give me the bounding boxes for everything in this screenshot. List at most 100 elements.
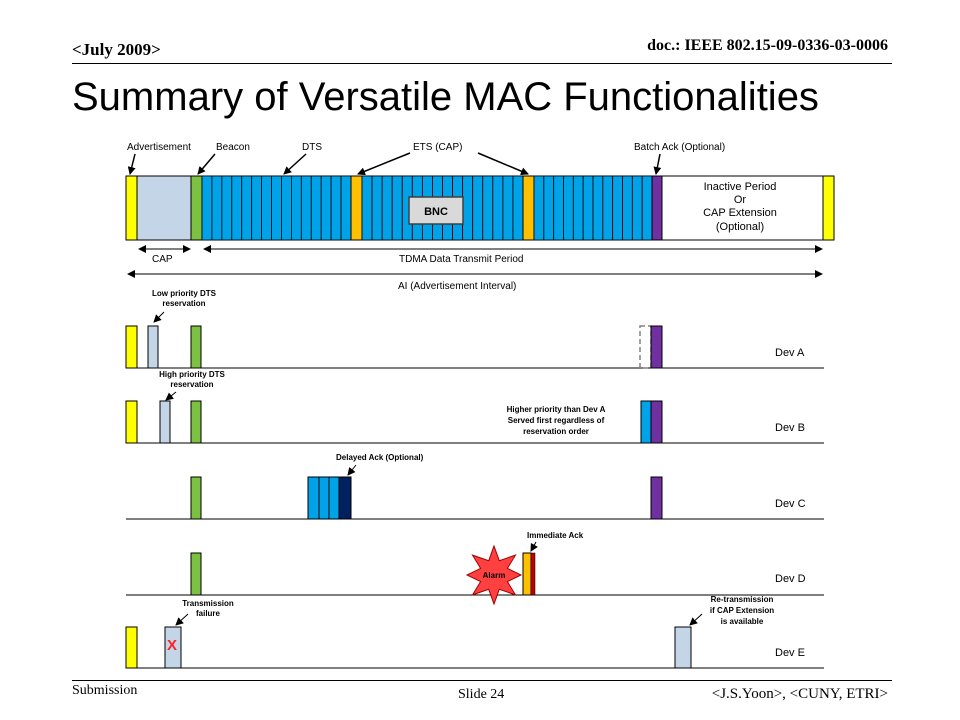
high-priority-line-1: High priority DTS	[159, 370, 225, 379]
dts-slot	[622, 175, 633, 241]
dts-slot	[631, 175, 643, 241]
dts-slot	[563, 175, 574, 241]
superframe-bar: BNC Inactive Period Or CAP Extension (Op…	[125, 175, 835, 241]
cap-span-label: CAP	[152, 254, 173, 265]
dts-slot	[310, 175, 322, 241]
immediate-ack-label: Immediate Ack	[527, 531, 584, 540]
dev-a-cap-request	[147, 325, 159, 369]
pointer-batch-ack	[653, 153, 662, 175]
alarm-label: Alarm	[483, 571, 506, 580]
dts-slot	[221, 175, 233, 241]
dev-b-cap-request	[159, 400, 171, 444]
dev-c-label: Dev C	[775, 498, 806, 510]
tx-failure-line-2: failure	[196, 609, 221, 618]
pointer-ets-right	[477, 152, 529, 175]
dev-b-dts-slot	[640, 400, 652, 444]
timeline-dev-a: Dev A Low priority DTS reservation	[125, 289, 824, 369]
dts-slot	[572, 175, 584, 241]
dev-b-beacon	[190, 400, 202, 444]
dev-a-beacon	[190, 325, 202, 369]
dts-slot	[502, 175, 514, 241]
dev-b-label: Dev B	[775, 422, 805, 434]
cap-slot	[136, 175, 192, 241]
dts-slot	[290, 175, 302, 241]
high-priority-pointer	[165, 391, 177, 401]
pointer-beacon	[197, 153, 216, 175]
dts-slot	[261, 175, 272, 241]
dts-slot	[641, 175, 653, 241]
advertisement-slot-next	[822, 175, 835, 241]
dev-d-ets-slot	[522, 552, 532, 596]
dts-slot	[211, 175, 223, 241]
header-doc-id: doc.: IEEE 802.15-09-0336-03-0006	[647, 37, 888, 54]
dts-slot	[231, 175, 243, 241]
pointer-dts	[283, 153, 307, 175]
inactive-line-2: Or	[734, 194, 747, 206]
dts-slot	[592, 175, 604, 241]
timeline-dev-c: Dev C Delayed Ack (Optional)	[126, 453, 824, 520]
dev-a-original-slot	[639, 325, 652, 369]
ets-slot	[522, 175, 535, 241]
dts-slot	[472, 175, 484, 241]
dts-slot	[320, 175, 332, 241]
dts-slot	[340, 175, 352, 241]
dts-slot	[381, 175, 393, 241]
dts-slot	[543, 175, 555, 241]
retransmission-line-2: if CAP Extension	[710, 606, 774, 615]
timeline-dev-d: Alarm Dev D Immediate Ack	[126, 531, 824, 606]
dts-slot	[281, 175, 292, 241]
advertisement-slot	[125, 175, 138, 241]
higher-priority-line-3: reservation order	[523, 427, 589, 436]
timeline-dev-e: X Dev E Transmission failure Re-transmis…	[125, 595, 824, 669]
retransmission-line-1: Re-transmission	[711, 595, 774, 604]
ets-slot	[350, 175, 363, 241]
dts-slots-group-3	[533, 175, 653, 241]
inactive-line-3: CAP Extension	[703, 207, 777, 219]
dev-a-advertisement	[125, 325, 138, 369]
higher-priority-line-1: Higher priority than Dev A	[507, 405, 606, 414]
dev-d-beacon	[190, 552, 202, 596]
inactive-line-1: Inactive Period	[704, 181, 777, 193]
low-priority-pointer	[153, 311, 165, 323]
low-priority-line-1: Low priority DTS	[152, 289, 217, 298]
failure-x-icon: X	[167, 637, 177, 654]
label-beacon: Beacon	[216, 142, 250, 153]
dts-slot	[271, 175, 282, 241]
dts-slot	[582, 175, 594, 241]
dev-b-advertisement	[125, 400, 138, 444]
tx-failure-line-1: Transmission	[182, 599, 234, 608]
dev-e-failed-request	[164, 626, 182, 669]
retransmission-pointer	[689, 613, 703, 626]
beacon-slot	[190, 175, 203, 241]
dts-slot	[371, 175, 383, 241]
higher-priority-line-2: Served first regardless of	[508, 416, 605, 425]
delayed-ack-label: Delayed Ack (Optional)	[336, 453, 424, 462]
tdma-span-label: TDMA Data Transmit Period	[399, 254, 523, 265]
footer-authors: <J.S.Yoon>, <CUNY, ETRI>	[711, 686, 888, 702]
ai-span-label: AI (Advertisement Interval)	[398, 281, 516, 292]
dts-slot	[361, 175, 373, 241]
bnc-label: BNC	[424, 206, 448, 218]
dts-slot	[201, 175, 213, 241]
timeline-dev-b: Dev B High priority DTS reservation High…	[125, 370, 824, 444]
dts-slot	[251, 175, 262, 241]
dev-c-beacon	[190, 476, 202, 520]
dts-slot	[330, 175, 342, 241]
label-dts: DTS	[302, 142, 322, 153]
dts-slot	[462, 175, 474, 241]
footer-slide-number: Slide 24	[458, 687, 505, 702]
high-priority-line-2: reservation	[170, 380, 213, 389]
label-ets: ETS (CAP)	[413, 142, 462, 153]
batch-ack-slot	[651, 175, 663, 241]
dev-c-batch-ack	[650, 476, 663, 520]
dev-a-batch-ack	[650, 325, 663, 369]
dts-slot	[553, 175, 564, 241]
dts-slot	[612, 175, 623, 241]
slide-title: Summary of Versatile MAC Functionalities	[72, 75, 819, 119]
dev-d-immediate-ack	[530, 552, 536, 596]
alarm-burst-icon	[465, 544, 523, 606]
label-advertisement: Advertisement	[127, 142, 191, 153]
dts-slot	[300, 175, 312, 241]
dev-c-delayed-ack	[338, 476, 352, 520]
